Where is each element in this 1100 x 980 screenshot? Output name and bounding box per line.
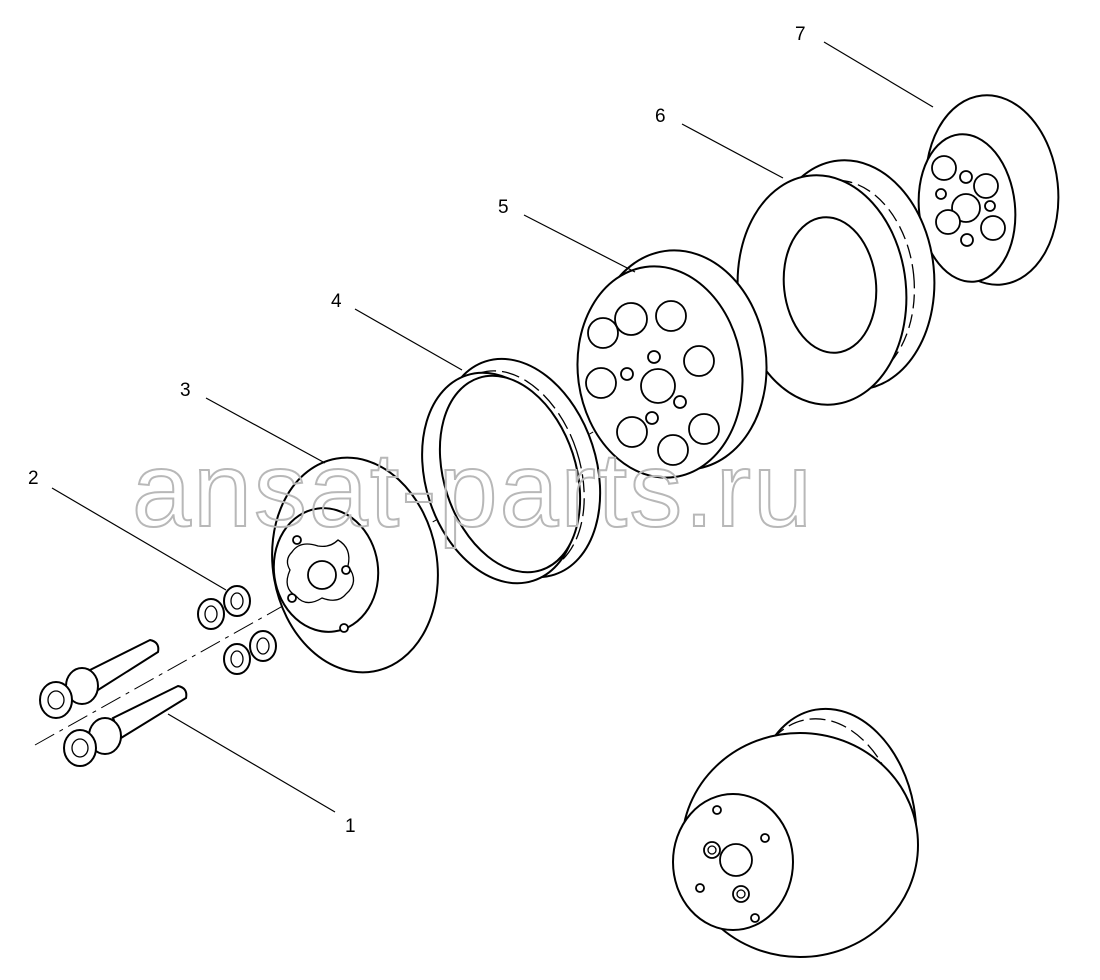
callout-3: 3 <box>180 380 191 401</box>
callout-labels: 1 2 3 4 5 6 7 <box>28 24 806 837</box>
callout-6: 6 <box>655 106 666 127</box>
part-4-split-ring <box>421 357 602 585</box>
leader-lines <box>51 41 934 813</box>
part-5-perforated-disc <box>576 249 768 479</box>
leader-7 <box>823 41 934 108</box>
leader-1 <box>167 713 336 813</box>
callout-4: 4 <box>331 291 342 312</box>
leader-6 <box>681 123 784 179</box>
leader-3 <box>205 397 326 464</box>
watermark-text: ansat-parts.ru <box>132 431 814 549</box>
callout-5: 5 <box>498 197 509 218</box>
leader-2 <box>51 487 227 591</box>
leader-4 <box>354 308 463 371</box>
part-7-rear-plate <box>917 94 1060 286</box>
leader-5 <box>523 214 636 273</box>
assembled-unit <box>672 707 919 958</box>
part-2-washers <box>197 585 277 675</box>
part-6-ring-housing <box>736 159 936 406</box>
callout-1: 1 <box>345 816 356 837</box>
callout-7: 7 <box>795 24 806 45</box>
callout-2: 2 <box>28 468 39 489</box>
part-1-cap-screws <box>39 638 188 767</box>
part-3-hub-flange <box>271 456 439 674</box>
